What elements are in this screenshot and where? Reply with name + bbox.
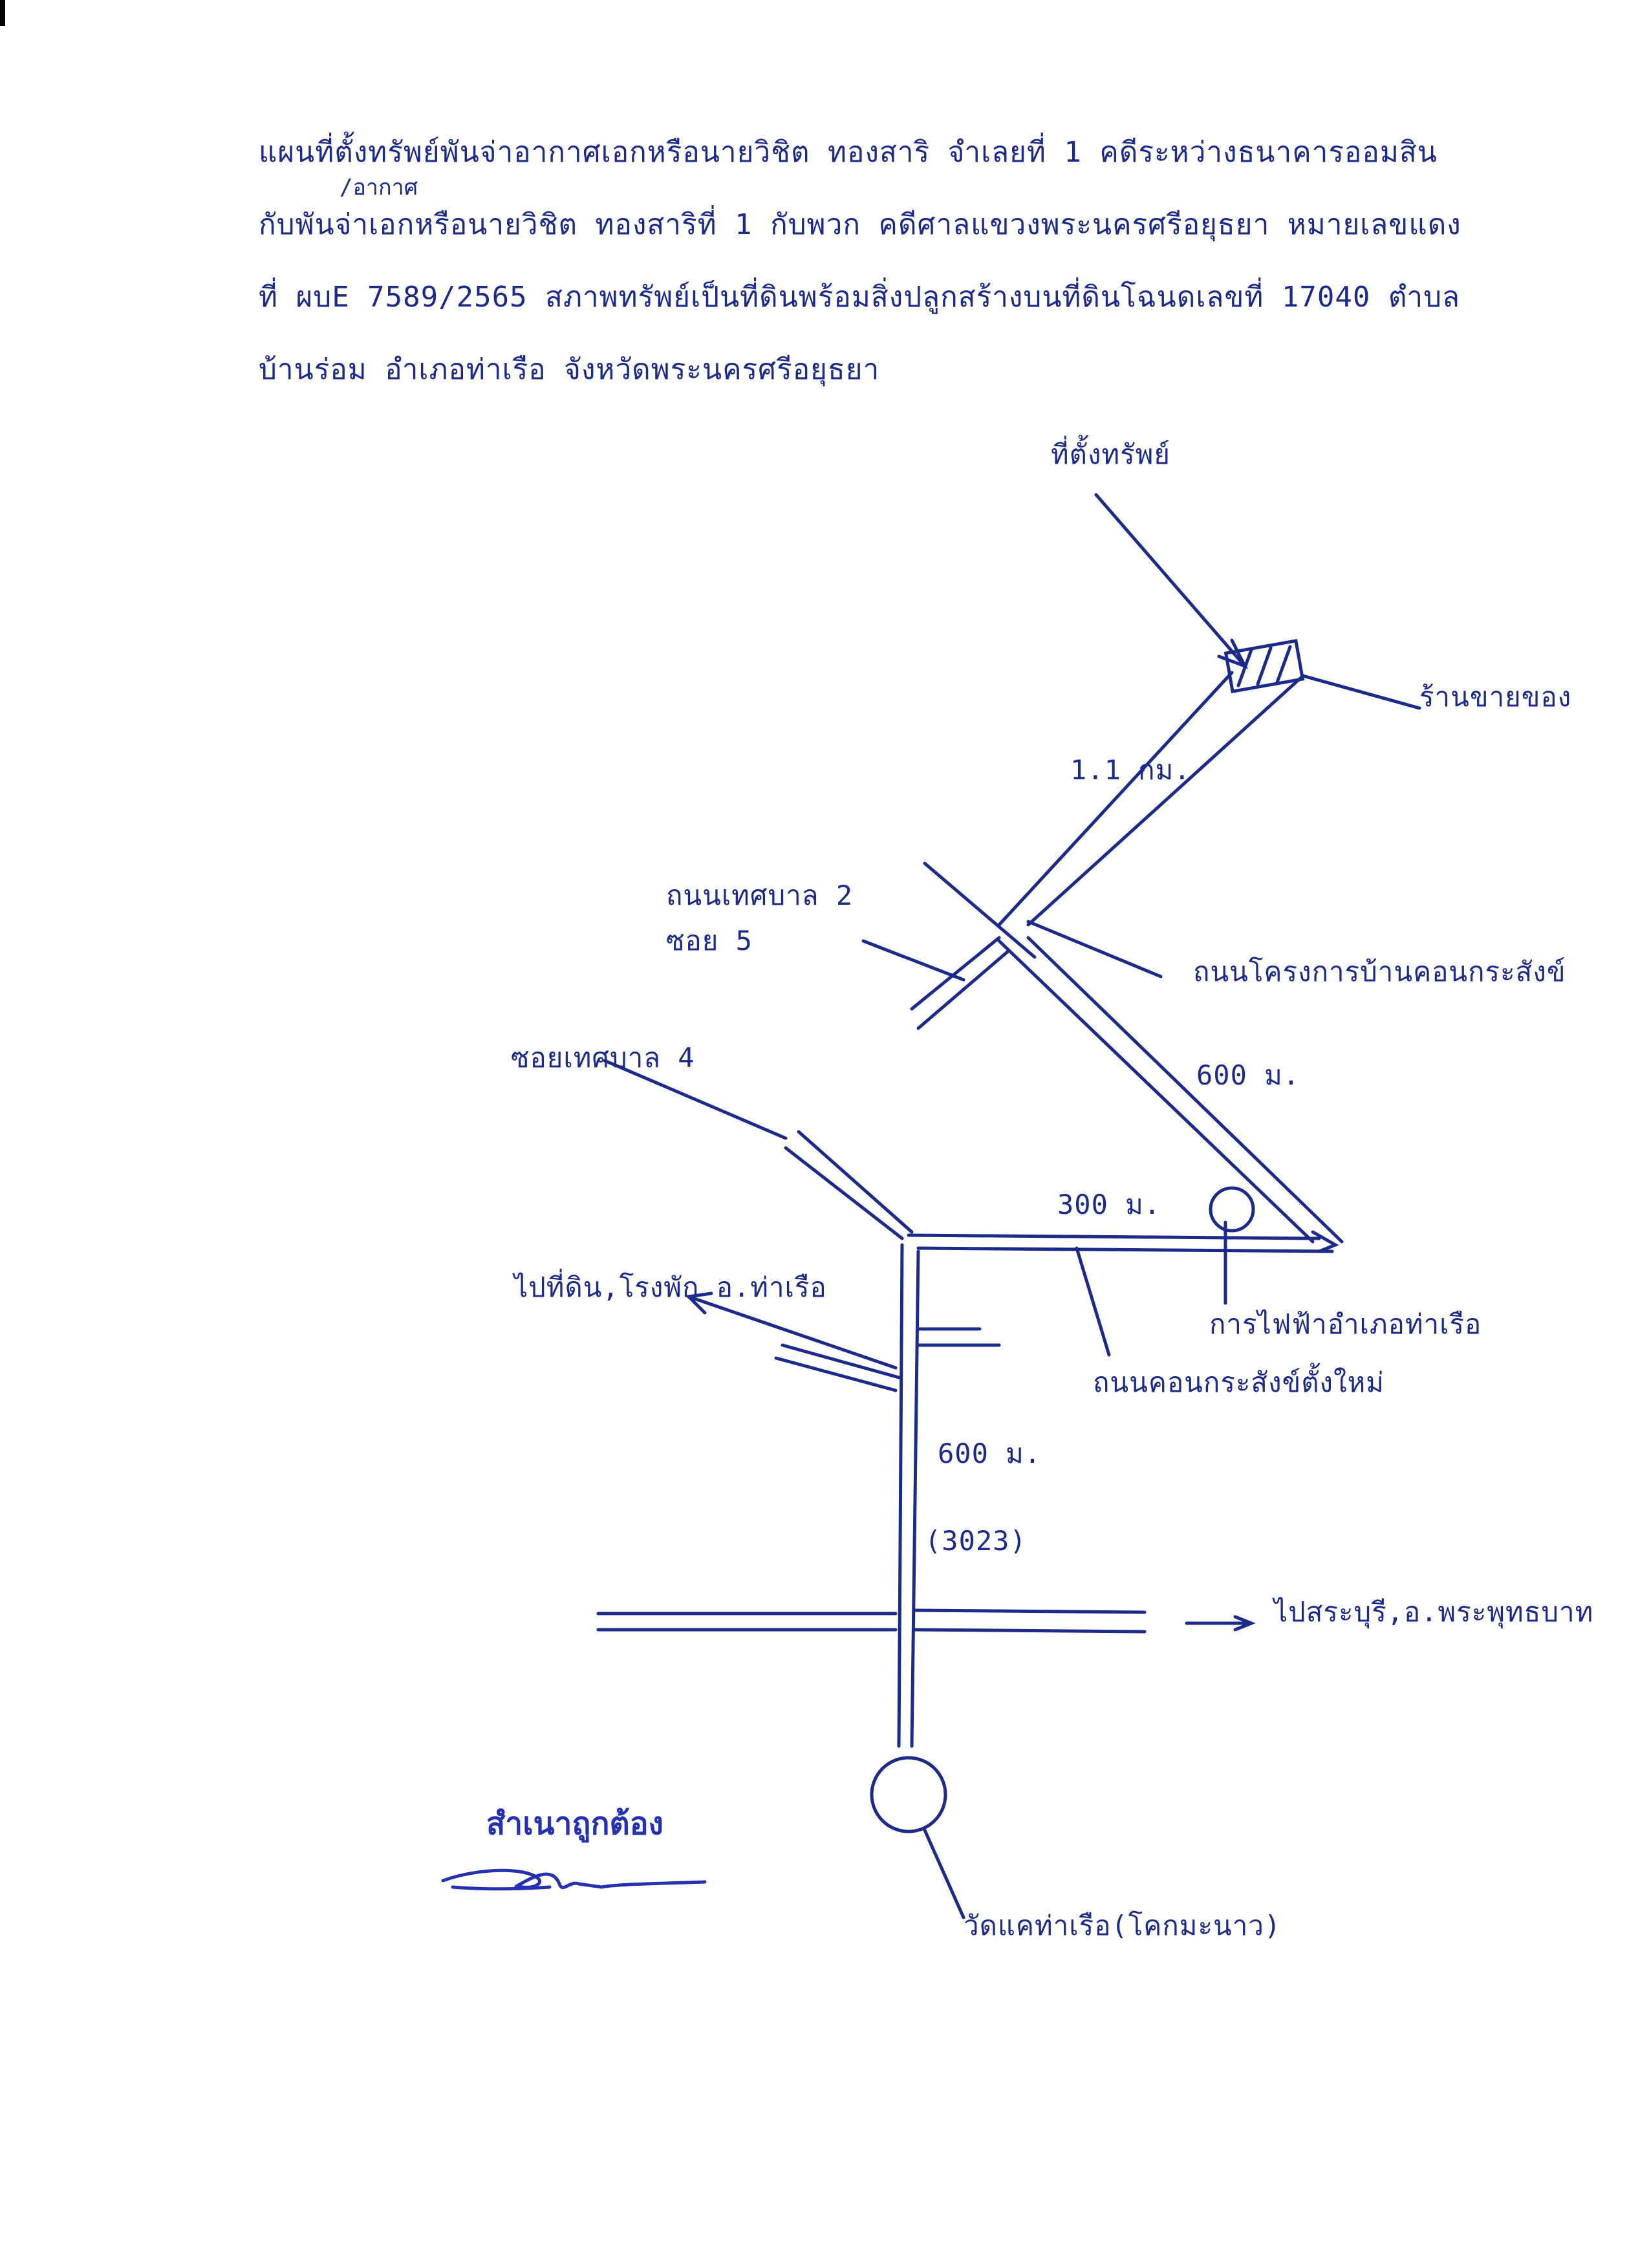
label-to-saraburi: ไปสระบุรี,อ.พระพุทธบาท — [1274, 1596, 1594, 1628]
road-tessaban2-line-c — [916, 949, 1011, 1030]
header-line-4: บ้านร่อม อำเภอท่าเรือ จังหวัดพระนครศรีอย… — [259, 353, 880, 386]
road-new-line-a — [907, 1233, 1321, 1240]
shop-pointer — [1301, 674, 1421, 710]
soi-tessaban4-line-b — [797, 1130, 914, 1234]
label-distance-600m-vertical: 600 ม. — [938, 1438, 1042, 1469]
certification-stamp: สำเนาถูกต้อง — [486, 1806, 663, 1842]
road-project-line-b — [1026, 936, 1344, 1244]
road-new-pointer — [1075, 1246, 1111, 1357]
soi-tessaban4-line-a — [784, 1146, 904, 1240]
property-hatch-2 — [1256, 646, 1273, 686]
road-3023-line-b — [910, 1249, 920, 1748]
property-hatch-3 — [1275, 645, 1292, 684]
road-landfill-line-b — [774, 1356, 898, 1392]
label-distance-1-1km: 1.1 กม. — [1070, 754, 1191, 786]
label-electricity-office: การไฟฟ้าอำเภอท่าเรือ — [1209, 1308, 1482, 1340]
temple-marker — [870, 1756, 947, 1833]
label-soi-tessaban4: ซอยเทศบาล 4 — [511, 1042, 695, 1074]
road-project-arrowhead — [1311, 1230, 1339, 1253]
soi5-pointer — [861, 939, 965, 982]
label-route-3023: (3023) — [925, 1525, 1027, 1557]
saraburi-arrow-head — [1233, 1615, 1256, 1632]
label-distance-600m-diagonal: 600 ม. — [1196, 1059, 1300, 1091]
label-road-tessaban2: ถนนเทศบาล 2 — [666, 880, 854, 911]
header-line-1: แผนที่ตั้งทรัพย์พันจ่าอากาศเอกหรือนายวิช… — [259, 136, 1438, 169]
electricity-office-marker — [1209, 1186, 1255, 1233]
label-temple: วัดแคท่าเรือ(โคกมะนาว) — [964, 1910, 1282, 1941]
temple-pointer — [923, 1828, 965, 1919]
road-new-line-b — [916, 1246, 1334, 1253]
label-soi5: ซอย 5 — [666, 925, 753, 956]
road-project-line-a — [997, 939, 1315, 1244]
road-to-property-line-b — [1026, 674, 1305, 927]
label-property-location: ที่ตั้งทรัพย์ — [1051, 438, 1171, 470]
project-road-pointer — [1026, 920, 1163, 978]
label-to-landfill-police: ไปที่ดิน,โรงพัก อ.ท่าเรือ — [514, 1271, 827, 1303]
property-marker — [1223, 639, 1305, 693]
landfill-pointer-head — [685, 1291, 713, 1315]
property-pointer-head — [1217, 638, 1249, 669]
road-tessaban2-line-a — [923, 861, 1037, 959]
road-3023-line-a — [897, 1243, 904, 1748]
label-shop: ร้านขายของ — [1419, 681, 1572, 713]
signature — [441, 1868, 707, 1891]
header-insert-note: /อากาศ — [339, 175, 418, 200]
road-tessaban2-line-b — [910, 936, 1001, 1011]
header-line-3: ที่ ผบE 7589/2565 สภาพทรัพย์เป็นที่ดินพร… — [259, 281, 1461, 314]
highway-line-c — [913, 1608, 1147, 1614]
soi-tessaban4-pointer — [603, 1059, 788, 1140]
header-line-2: กับพันจ่าเอกหรือนายวิชิต ทองสาริที่ 1 กั… — [259, 208, 1461, 241]
road-to-property-line-a — [997, 671, 1234, 927]
label-road-project: ถนนโครงการบ้านคอนกระสังข์ — [1193, 956, 1566, 988]
highway-line-d — [913, 1628, 1147, 1634]
scan-edge-mark — [0, 0, 5, 26]
property-pointer — [1094, 493, 1247, 668]
document-header: แผนที่ตั้งทรัพย์พันจ่าอากาศเอกหรือนายวิช… — [259, 116, 1487, 406]
label-distance-300m: 300 ม. — [1057, 1189, 1161, 1220]
landfill-pointer — [687, 1295, 898, 1370]
label-road-new: ถนนคอนกระสังข์ตั้งใหม่ — [1093, 1366, 1385, 1398]
road-landfill-line-a — [781, 1343, 901, 1379]
